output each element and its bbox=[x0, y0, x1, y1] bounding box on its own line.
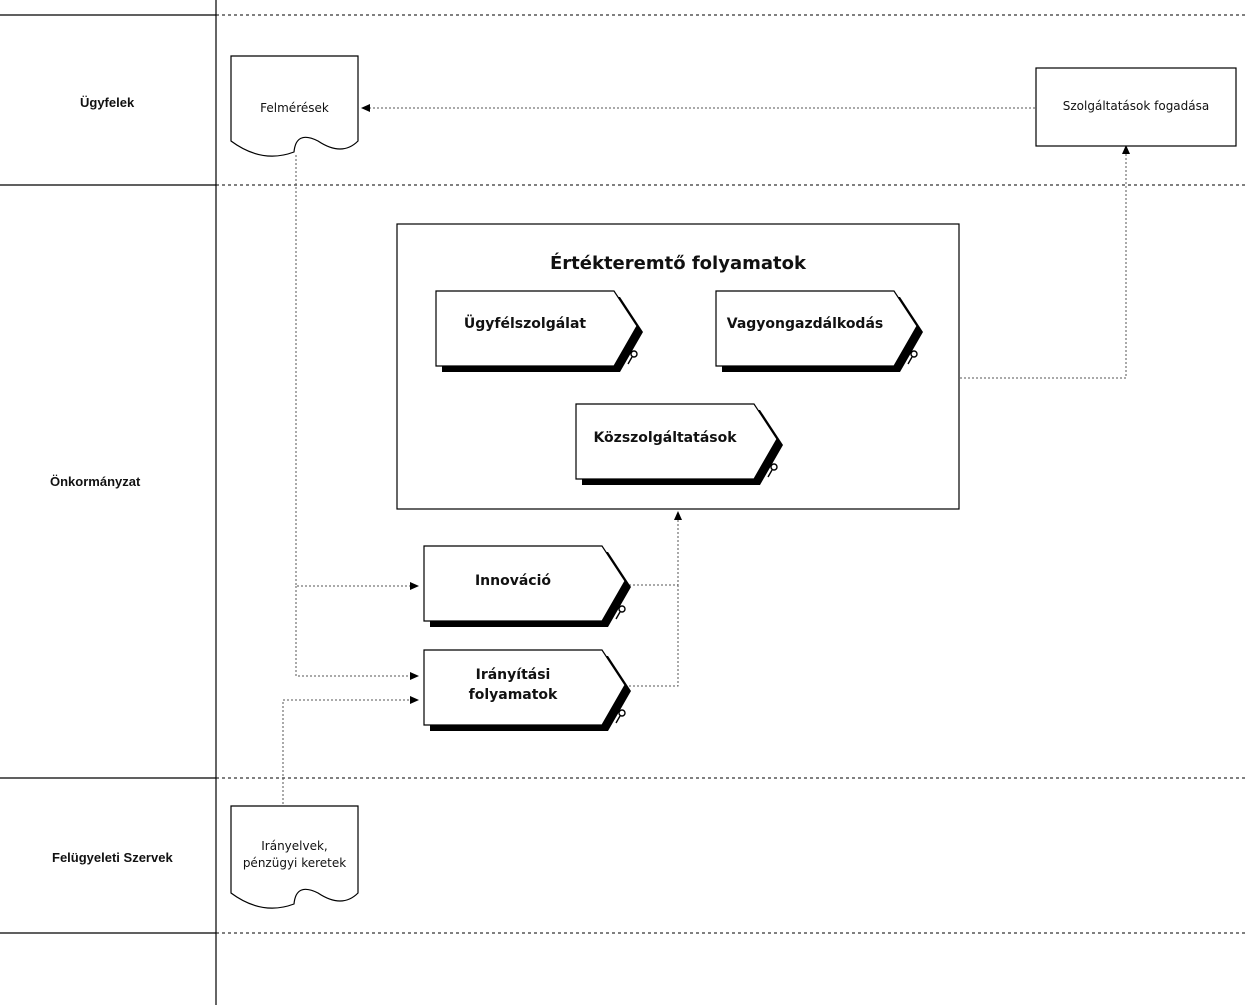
iranyelvek-label-line2: pénzügyi keretek bbox=[242, 856, 347, 870]
arrow-felmeresek-to-innovacio bbox=[295, 155, 419, 590]
lane-label-felugyeleti-szervek: Felügyeleti Szervek bbox=[52, 850, 173, 865]
iranyelvek-label-line1: Irányelvek, bbox=[261, 839, 328, 853]
lane-label-onkormanyzat: Önkormányzat bbox=[50, 474, 141, 489]
process-innovacio[interactable] bbox=[423, 545, 631, 627]
key-icon bbox=[767, 463, 778, 478]
process-kozszolgaltatasok[interactable] bbox=[575, 403, 783, 485]
arrow-iranyelvek-to-iranyitasi bbox=[282, 696, 419, 808]
arrow-felmeresek-to-iranyitasi bbox=[295, 586, 419, 680]
key-icon bbox=[615, 709, 626, 724]
ugyfelszolgalat-label: Ügyfélszolgálat bbox=[463, 316, 587, 332]
ertekteremto-group-title: Értékteremtő folyamatok bbox=[550, 253, 806, 274]
innovacio-label: Innováció bbox=[474, 573, 552, 589]
process-iranyitasi[interactable] bbox=[423, 649, 631, 731]
vagyongazdalkodas-label: Vagyongazdálkodás bbox=[726, 316, 884, 332]
key-icon bbox=[907, 350, 918, 365]
arrow-innovacio-to-group bbox=[625, 511, 682, 586]
process-ugyfelszolgalat[interactable] bbox=[435, 290, 643, 372]
kozszolgaltatasok-label: Közszolgáltatások bbox=[593, 430, 737, 446]
iranyitasi-label-line1: Irányítási bbox=[475, 667, 551, 683]
connectors bbox=[282, 104, 1130, 808]
iranyelvek-label: Irányelvek, pénzügyi keretek bbox=[231, 838, 358, 872]
key-icon bbox=[627, 350, 638, 365]
felmeresek-label: Felmérések bbox=[260, 101, 329, 115]
iranyelvek-document[interactable] bbox=[230, 805, 359, 909]
iranyitasi-label: Irányítási folyamatok bbox=[424, 665, 602, 705]
felmeresek-document[interactable] bbox=[230, 55, 359, 157]
iranyitasi-label-line2: folyamatok bbox=[468, 687, 558, 703]
arrow-group-to-szolgaltatasok bbox=[960, 145, 1130, 379]
szolgaltatasok-fogadasa-box[interactable] bbox=[1035, 67, 1237, 147]
key-icon bbox=[615, 605, 626, 620]
lane-label-ugyfelek: Ügyfelek bbox=[80, 95, 135, 110]
process-vagyongazdalkodas[interactable] bbox=[715, 290, 923, 372]
szolgaltatasok-fogadasa-label: Szolgáltatások fogadása bbox=[1062, 99, 1210, 113]
